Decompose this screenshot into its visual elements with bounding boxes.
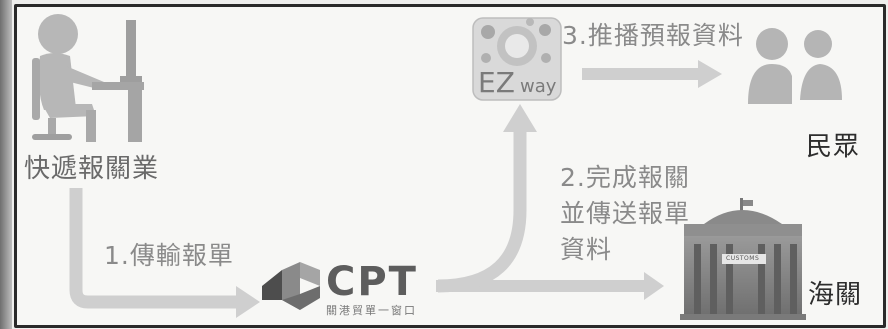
customs-plaque: CUSTOMS	[726, 255, 760, 262]
step2-line2: 並傳送報單	[560, 199, 691, 228]
arrow-cpt-to-ezway	[437, 104, 537, 293]
arrow-ezway-to-public	[582, 60, 722, 88]
step2-line1: 2.完成報關	[560, 163, 690, 192]
broker-label: 快遞報關業	[24, 154, 160, 184]
customs-building-icon	[680, 198, 806, 320]
cpt-logo: CPT 關港貿單一窗口	[326, 262, 418, 318]
ezway-logo-text: EZ way	[478, 66, 556, 99]
broker-at-computer-icon	[32, 14, 144, 142]
public-label: 民眾	[806, 132, 861, 162]
step2-label: 2.完成報關 並傳送報單 資料	[560, 160, 690, 268]
cpt-logo-mark	[262, 262, 320, 310]
ezway-app-icon	[472, 17, 562, 101]
arrow-broker-to-cpt	[69, 188, 260, 318]
ezway-way: way	[519, 76, 557, 97]
step2-line3: 資料	[560, 235, 613, 264]
customs-label: 海關	[808, 280, 863, 310]
people-icon	[748, 28, 842, 104]
step1-label: 1.傳輸報單	[104, 241, 234, 270]
cpt-brand-text: CPT	[326, 259, 418, 305]
arrow-cpt-to-customs	[436, 272, 664, 300]
cpt-subtitle: 關港貿單一窗口	[326, 304, 417, 317]
ezway-ez: EZ	[478, 66, 515, 99]
step3-label: 3.推播預報資料	[562, 21, 744, 50]
